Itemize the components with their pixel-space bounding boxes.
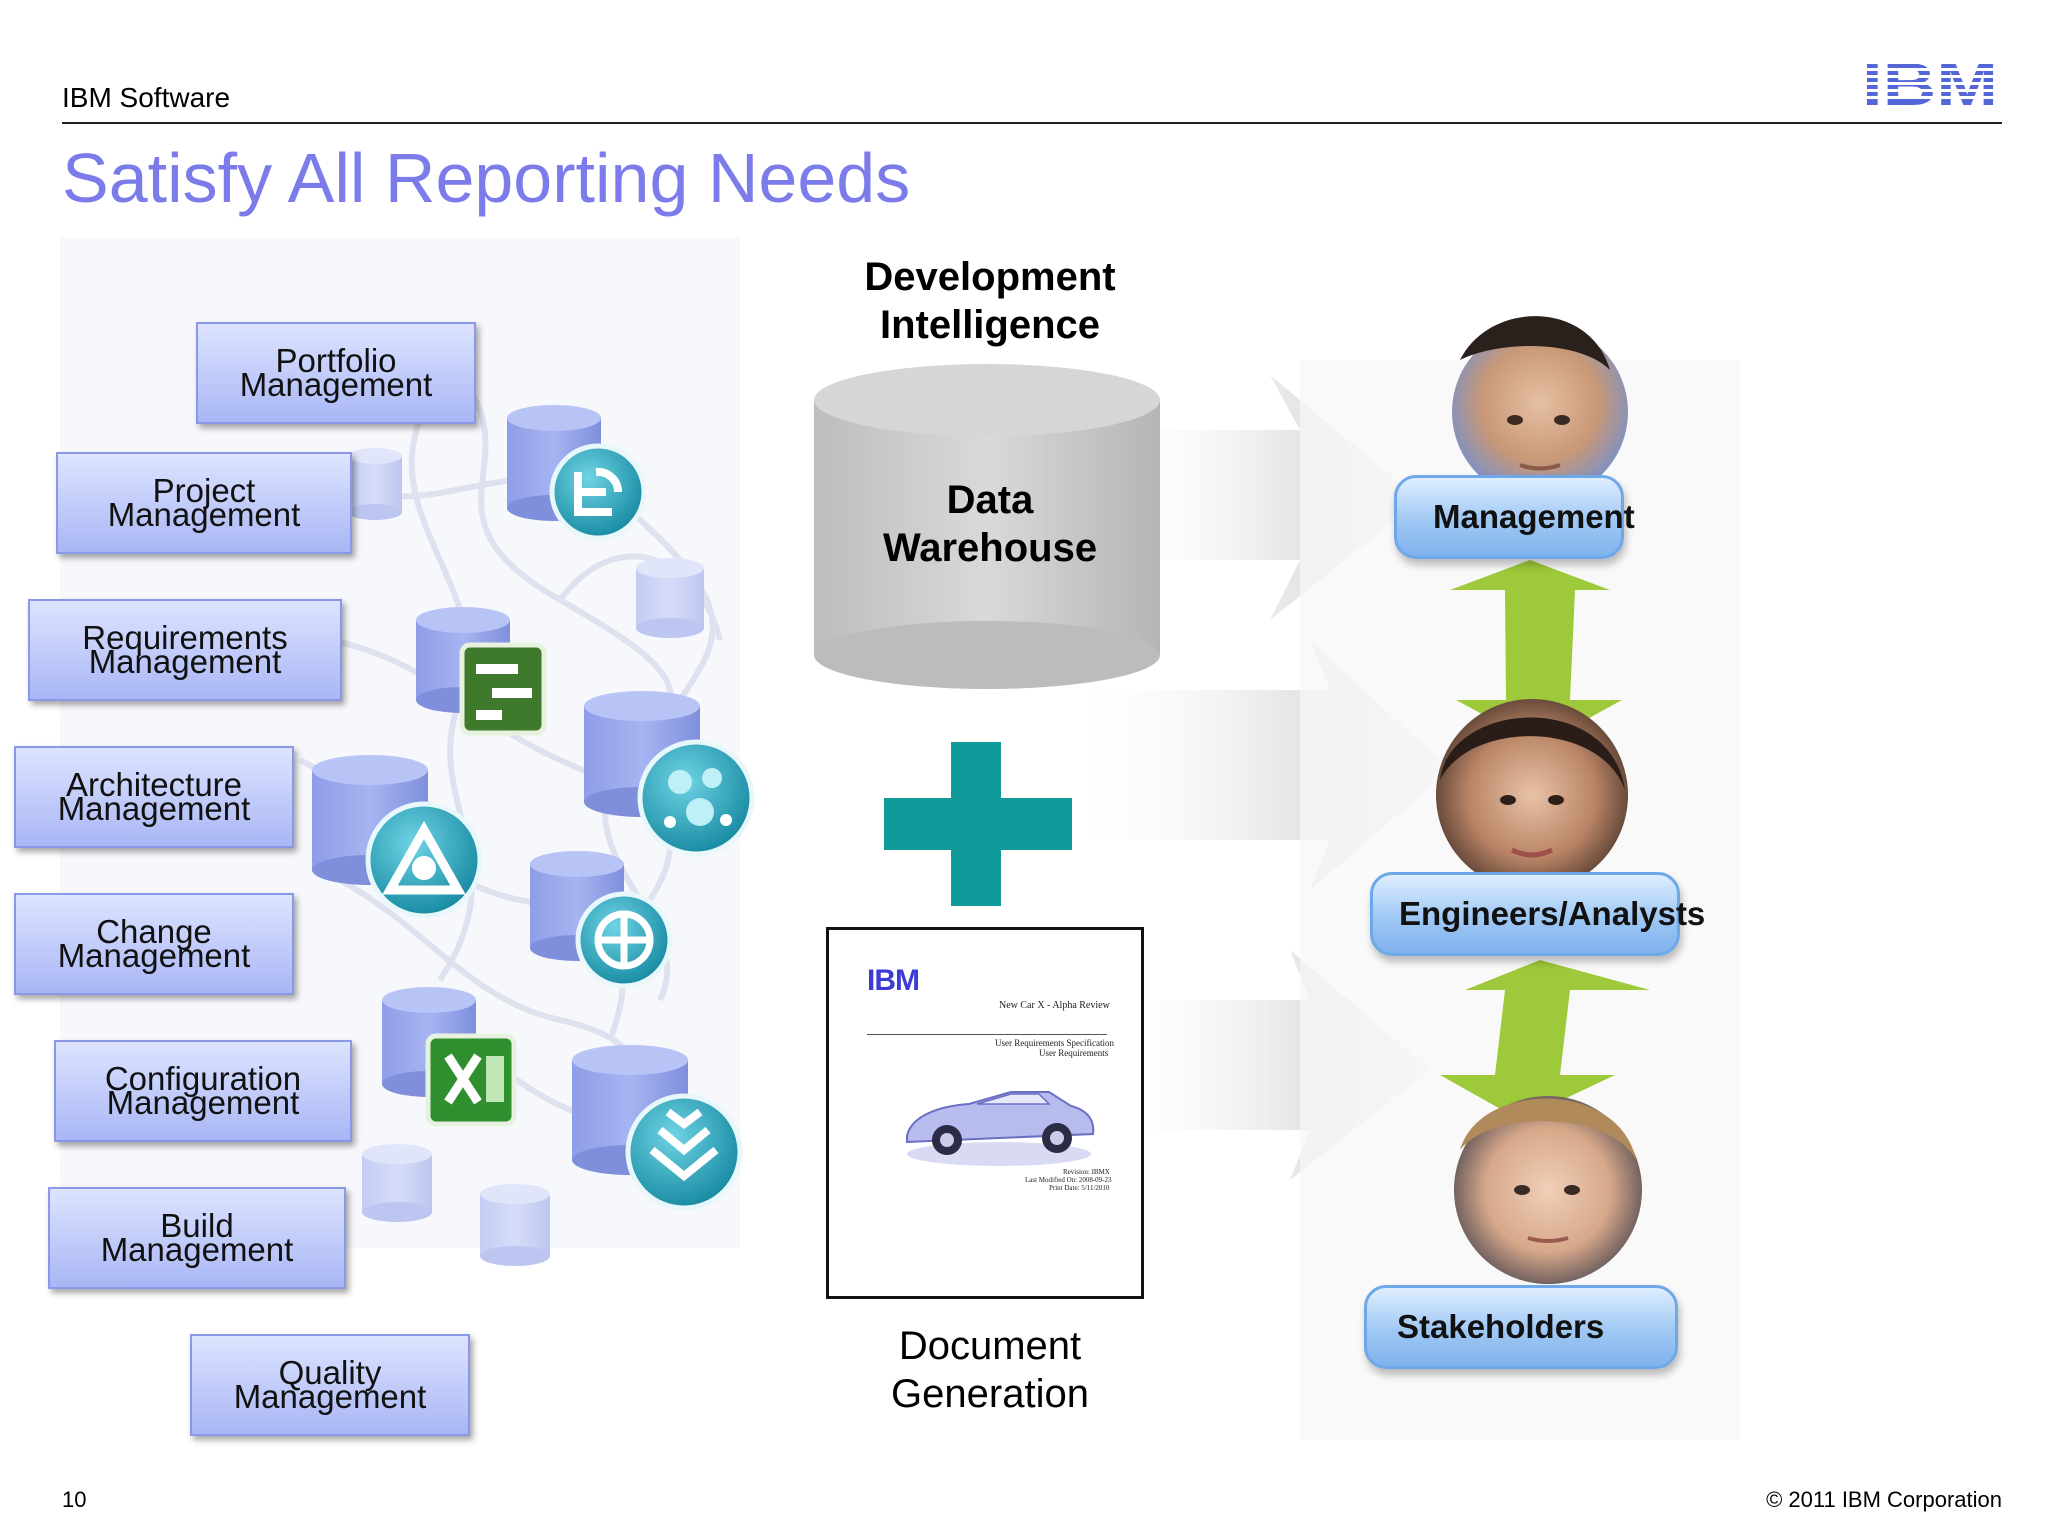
label-line2: Generation	[891, 1372, 1089, 1416]
document-rule	[867, 1034, 1107, 1035]
label-line1: Development	[864, 255, 1116, 299]
box-line1: Quality	[278, 1354, 382, 1391]
cylinder-icon	[362, 1144, 432, 1222]
box-line2: Management	[239, 366, 433, 403]
architecture-tool-badge-icon	[637, 739, 755, 857]
person-avatar-icon	[1436, 699, 1628, 891]
box-line1: Architecture	[65, 766, 243, 803]
person-avatar-icon	[1452, 316, 1628, 500]
box-line2: Management	[107, 496, 301, 533]
development-intelligence-label: Development Intelligence	[840, 253, 1140, 349]
change-tool-badge-icon	[575, 891, 673, 989]
project-tool-badge-icon	[549, 443, 647, 541]
plus-icon	[884, 742, 1072, 906]
box-line2: Management	[57, 937, 251, 974]
project-gantt-icon	[459, 642, 547, 736]
cylinder-icon	[636, 558, 704, 638]
label-line1: Data	[946, 478, 1034, 522]
box-line1: Portfolio	[275, 342, 397, 379]
document-meta-line1: Revision: IBMX	[1063, 1168, 1110, 1176]
car-image-icon	[906, 1091, 1095, 1166]
label-line1: Document	[898, 1324, 1082, 1368]
document-thumbnail: IBM New Car X - Alpha Review User Requir…	[826, 927, 1144, 1299]
spreadsheet-icon	[425, 1033, 517, 1127]
header-label: IBM Software	[62, 82, 231, 113]
document-generation-label: Document Generation	[840, 1322, 1140, 1418]
ibm-logo-icon: IBM	[1862, 55, 1998, 109]
box-line2: Management	[100, 1231, 294, 1268]
label-line2: Warehouse	[882, 526, 1098, 570]
role-management: Management	[1394, 475, 1635, 559]
page-title: Satisfy All Reporting Needs	[62, 139, 911, 217]
data-warehouse-cylinder	[814, 364, 1160, 689]
box-line1: Project	[152, 472, 256, 509]
box-line2: Management	[88, 643, 282, 680]
box-line2: Management	[106, 1084, 300, 1121]
faint-cylinders	[348, 448, 704, 1266]
header-divider	[62, 122, 2002, 124]
document-meta-line3: Print Date: 5/11/2010	[1049, 1184, 1110, 1192]
data-warehouse-label: Data Warehouse	[860, 476, 1120, 572]
box-line1: Build	[160, 1207, 234, 1244]
document-title: New Car X - Alpha Review	[999, 1000, 1110, 1011]
double-arrow-icon	[1440, 960, 1650, 1120]
document-spec-line1: User Requirements Specification	[995, 1038, 1114, 1048]
copyright: © 2011 IBM Corporation	[1766, 1487, 2002, 1512]
box-line1: Requirements	[82, 619, 288, 656]
person-avatar-icon	[1454, 1096, 1642, 1284]
box-line2: Management	[57, 790, 251, 827]
role-stakeholders: Stakeholders	[1364, 1285, 1678, 1369]
document-ibm-logo: IBM	[867, 964, 920, 997]
page-number: 10	[62, 1487, 87, 1512]
quality-tool-badge-icon	[625, 1093, 743, 1211]
source-cylinders	[312, 405, 755, 1211]
cylinder-icon	[480, 1184, 550, 1266]
role-engineers-analysts: Engineers/Analysts	[1370, 872, 1705, 956]
cylinder-icon	[348, 448, 402, 520]
box-line2: Management	[233, 1378, 427, 1415]
document-spec-line2: User Requirements	[1039, 1048, 1109, 1058]
box-line1: Configuration	[104, 1060, 302, 1097]
requirements-tool-badge-icon	[365, 801, 483, 919]
document-meta-line2: Last Modified On: 2008-09-23	[1025, 1176, 1112, 1184]
label-line2: Intelligence	[879, 303, 1101, 347]
box-line1: Change	[96, 913, 212, 950]
